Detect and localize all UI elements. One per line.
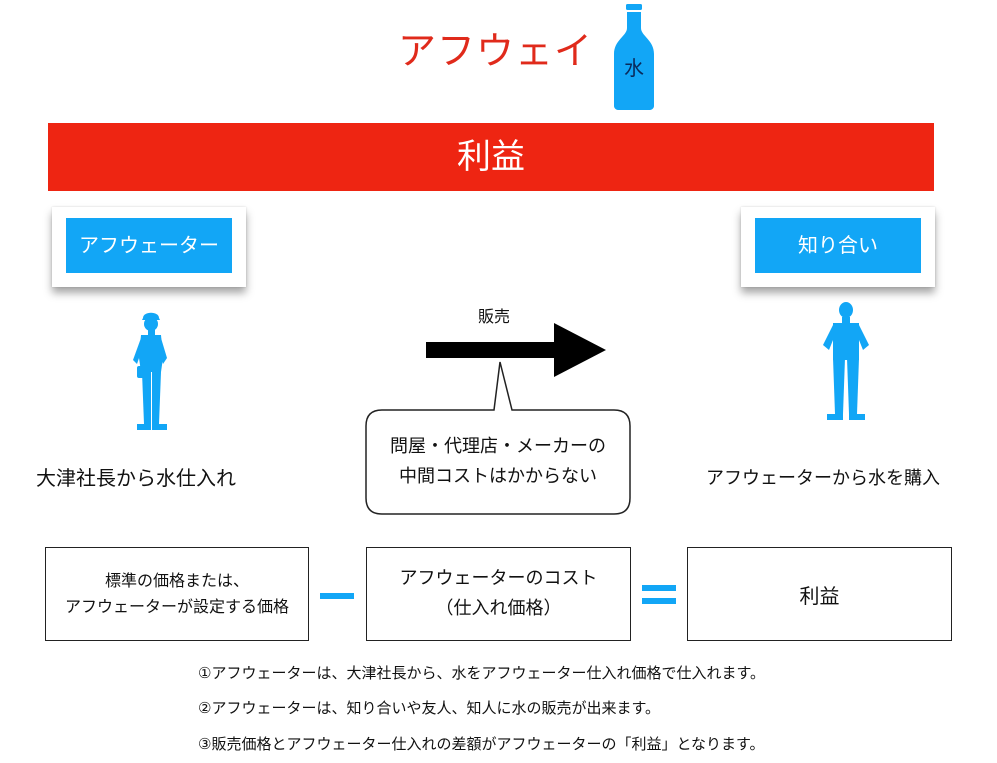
selling-price-box: 標準の価格または、 アフウェーターが設定する価格 — [45, 547, 309, 641]
profit-box: 利益 — [687, 547, 952, 641]
note-1: ①アフウェーターは、大津社長から、水をアフウェーター仕入れ価格で仕入れます。 — [198, 664, 765, 682]
water-bottle-icon — [614, 4, 654, 110]
selling-price-line-1: 標準の価格または、 — [104, 571, 249, 590]
cost-box: アフウェーターのコスト （仕入れ価格） — [366, 547, 631, 641]
selling-price-line-2: アフウェーターが設定する価格 — [64, 597, 289, 616]
profit-bar-label: 利益 — [457, 137, 525, 177]
afwaiter-card-label: アフウェーター — [66, 218, 232, 273]
callout-line-2: 中間コストはかからない — [399, 466, 597, 487]
acquaintance-card: 知り合い — [741, 207, 935, 287]
note-2: ②アフウェーターは、知り合いや友人、知人に水の販売が出来ます。 — [198, 699, 660, 717]
buyer-person-icon — [823, 302, 869, 420]
cost-line-2: （仕入れ価格） — [435, 598, 562, 619]
right-person-caption: アフウェーターから水を購入 — [706, 468, 940, 489]
bottle-label: 水 — [624, 56, 644, 80]
equals-sign-top — [642, 585, 676, 591]
callout-bubble — [365, 361, 631, 515]
equals-sign-bottom — [642, 598, 676, 604]
profit-box-label: 利益 — [799, 583, 840, 608]
callout-line-1: 問屋・代理店・メーカーの — [390, 436, 606, 457]
callout-text: 問屋・代理店・メーカーの 中間コストはかからない — [366, 432, 630, 492]
acquaintance-card-label: 知り合い — [755, 218, 921, 273]
left-person-caption: 大津社長から水仕入れ — [36, 466, 236, 490]
sale-label: 販売 — [478, 307, 511, 326]
page-title: アフウェイ — [398, 29, 594, 73]
afwaiter-card: アフウェーター — [52, 207, 246, 287]
profit-bar — [48, 123, 934, 191]
cost-line-1: アフウェーターのコスト — [399, 568, 598, 589]
minus-sign — [320, 593, 354, 599]
note-3: ③販売価格とアフウェーター仕入れの差額がアフウェーターの「利益」となります。 — [198, 735, 765, 753]
worker-person-icon — [133, 312, 167, 430]
sale-arrow-icon — [426, 323, 606, 377]
